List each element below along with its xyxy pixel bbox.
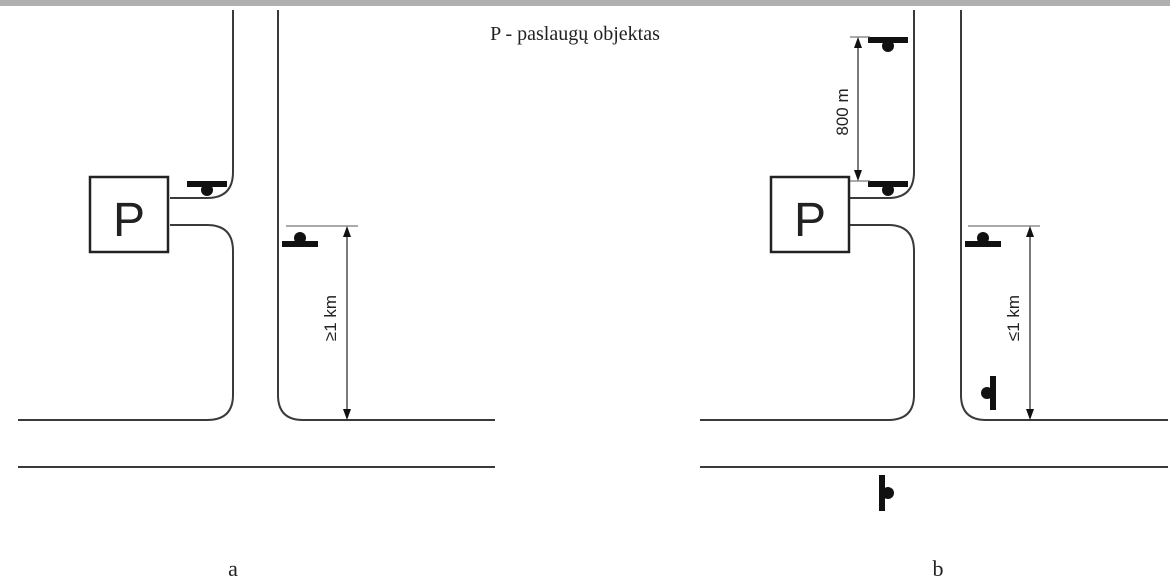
- panel-b-road-right: [960, 10, 1168, 421]
- panel-a-road-right: [277, 10, 495, 421]
- panel-a-service-label: P: [113, 194, 145, 247]
- panel-b-service-box: [769, 175, 851, 254]
- panel-b-dim800-arrow-top: [854, 37, 862, 48]
- panel-b-sign-junction-icon: [981, 376, 996, 410]
- panel-a-sign-right-icon: [282, 232, 318, 247]
- panel-b-dim800-arrow-bottom: [854, 170, 862, 181]
- panel-b-road-left-upper: [850, 10, 915, 199]
- diagram-caption: P - paslaugų objektas: [490, 23, 660, 45]
- panel-b-dim1km-arrow-top: [1026, 226, 1034, 237]
- panel-a-service-box: [88, 175, 170, 254]
- panel-a-road-left-upper: [170, 10, 234, 199]
- panel-a-road-left-lower: [18, 224, 234, 421]
- panel-a-dim-arrow-top: [343, 226, 351, 237]
- panel-a-sign-entrance-icon: [187, 181, 227, 196]
- panel-b-sign-entrance-icon: [868, 181, 908, 196]
- panel-b-road-left-lower: [700, 224, 915, 421]
- panel-b-service-label: P: [794, 194, 826, 247]
- panel-b-sign-right-icon: [965, 232, 1001, 247]
- top-border: [0, 0, 1170, 6]
- panel-b-letter: b: [933, 556, 944, 581]
- panel-a: P ≥1 km a: [18, 10, 495, 581]
- panel-b-sign-advance-icon: [868, 37, 908, 52]
- panel-b-distance-label-800: 800 m: [833, 88, 852, 135]
- panel-a-letter: a: [228, 556, 238, 581]
- panel-b-distance-label-1km: ≤1 km: [1004, 295, 1023, 341]
- panel-b: P 800 m: [700, 10, 1168, 581]
- panel-b-dim1km-arrow-bottom: [1026, 409, 1034, 420]
- panel-b-sign-main-road-icon: [879, 475, 894, 511]
- panel-a-distance-label: ≥1 km: [321, 295, 340, 341]
- panel-a-dim-arrow-bottom: [343, 409, 351, 420]
